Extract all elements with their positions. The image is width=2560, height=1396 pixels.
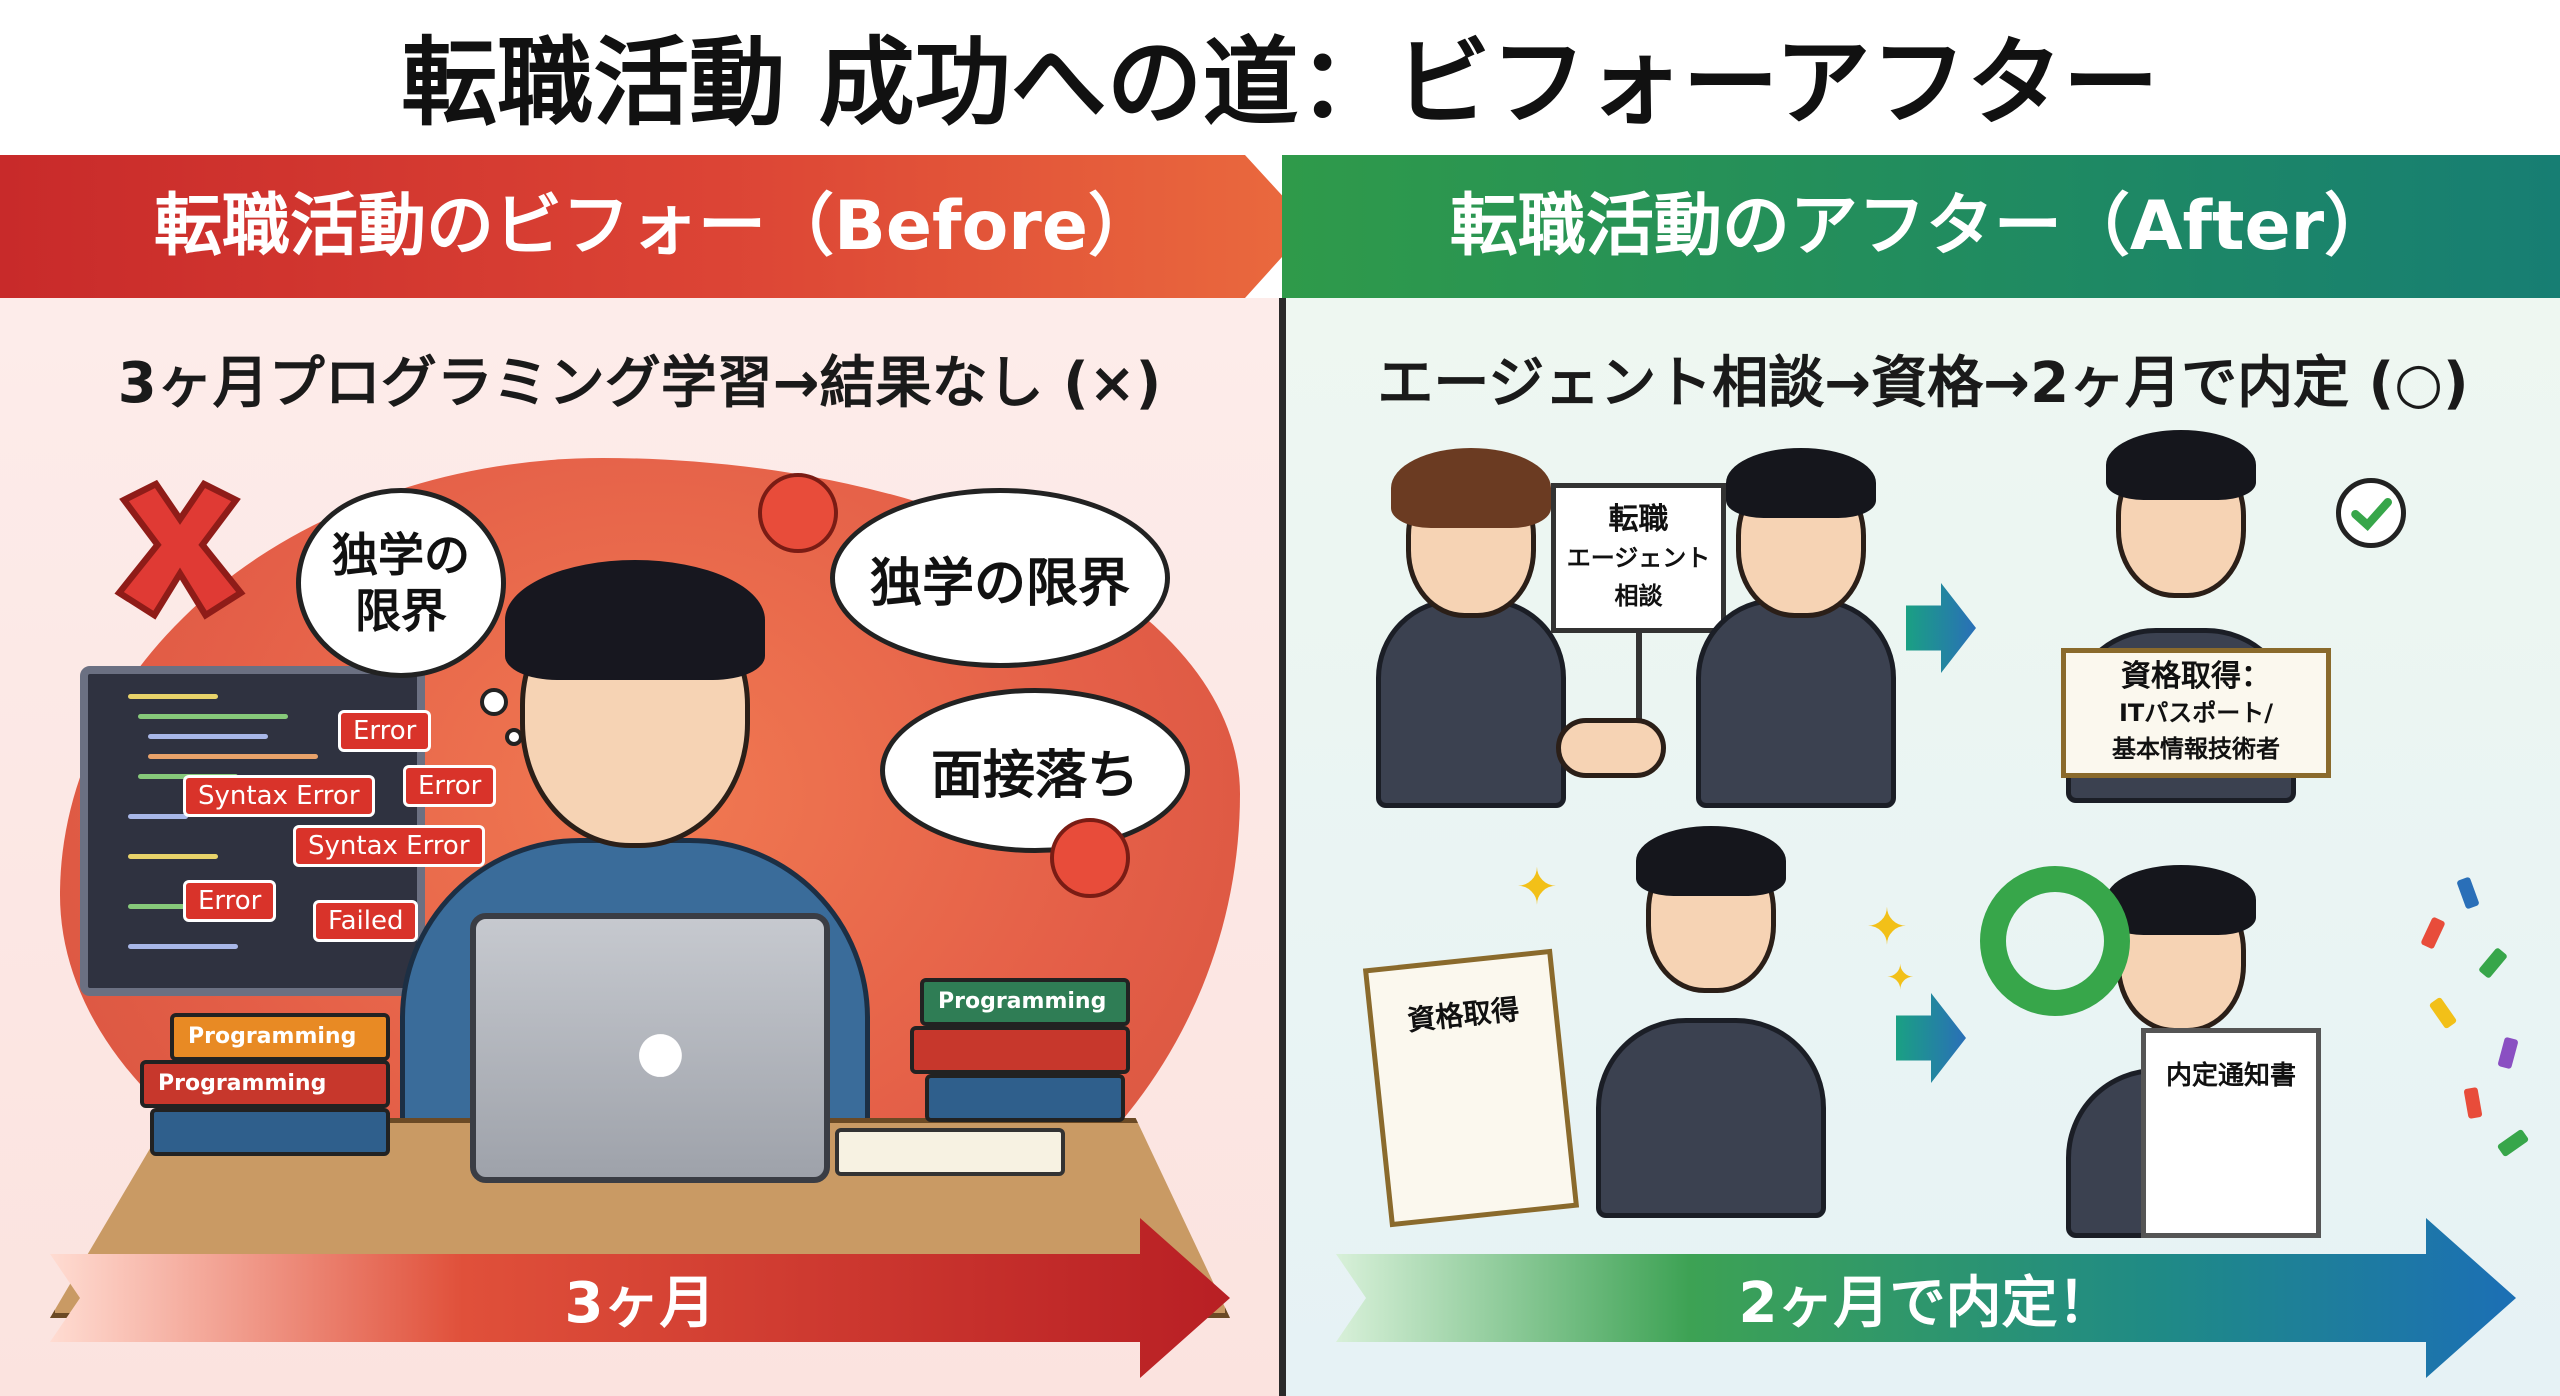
man-hair	[2106, 430, 2256, 500]
code-line	[128, 944, 238, 949]
job-offer-letter: 内定通知書	[2141, 1028, 2321, 1238]
man-suit	[1696, 598, 1896, 808]
man-hair	[1636, 826, 1786, 896]
code-line	[128, 854, 218, 859]
open-book	[835, 1128, 1065, 1176]
offer-letter-title: 内定通知書	[2165, 1061, 2296, 1091]
sparkle-icon: ✦	[1516, 858, 1558, 916]
center-divider	[1279, 298, 1286, 1396]
confetti	[2420, 916, 2446, 950]
thought-bubble-left: 独学の限界	[296, 488, 506, 678]
agent-woman-suit	[1376, 598, 1566, 808]
arrow-right-icon	[1906, 583, 1976, 673]
man-hair	[2106, 865, 2256, 935]
thought-bubble-right-bottom: 面接落ち	[880, 688, 1190, 853]
cross-icon	[114, 479, 246, 620]
cert-board-title: 資格取得：	[2121, 659, 2271, 694]
code-line	[128, 904, 198, 909]
thought-dot	[480, 688, 508, 716]
arrow-right-icon	[1896, 993, 1966, 1083]
code-line	[128, 694, 218, 699]
apple-logo-icon: ●	[636, 1019, 685, 1084]
after-band: 転職活動のアフター（After）	[1282, 155, 2560, 298]
thought-bubble-right-top: 独学の限界	[830, 488, 1170, 668]
cert-board-line: 基本情報技術者	[2112, 735, 2280, 763]
error-tag: Syntax Error	[183, 775, 375, 817]
after-band-label: 転職活動のアフター（After）	[1449, 187, 2393, 266]
sign-line: 転職	[1608, 502, 1669, 537]
confetti	[2497, 1036, 2519, 1070]
after-subheading: エージェント相談→資格→2ヶ月で内定 (○)	[1377, 351, 2469, 416]
book	[910, 1026, 1130, 1074]
code-line	[138, 714, 288, 719]
sign-line: エージェント	[1566, 544, 1711, 572]
book-programming: Programming	[920, 978, 1130, 1026]
after-arrow-label: 2ヶ月で内定！	[1738, 1270, 2114, 1336]
angry-face-icon	[1050, 818, 1130, 898]
book	[150, 1108, 390, 1156]
error-tag: Syntax Error	[293, 825, 485, 867]
before-arrow-label: 3ヶ月	[564, 1270, 716, 1336]
after-timeline-arrow: 2ヶ月で内定！	[1336, 1218, 2516, 1378]
sparkle-icon: ✦	[1886, 958, 1915, 998]
cert-board-line: ITパスポート/	[2118, 699, 2274, 727]
angry-face-icon	[758, 473, 838, 553]
sparkle-icon: ✦	[1866, 898, 1908, 956]
success-circle-icon	[1980, 866, 2130, 1016]
error-tag: Failed	[313, 900, 419, 942]
before-band: 転職活動のビフォー（Before）	[0, 155, 1310, 298]
before-panel: 3ヶ月プログラミング学習→結果なし (×) Error Error Syntax…	[0, 298, 1279, 1396]
sign-stand	[1636, 633, 1642, 723]
man-hair	[1726, 448, 1876, 518]
page-title: 転職活動 成功への道：ビフォーアフター	[401, 27, 2159, 139]
error-tag: Error	[403, 765, 497, 807]
certification-board: 資格取得： ITパスポート/ 基本情報技術者	[2061, 648, 2331, 778]
handshake-hands	[1556, 718, 1666, 778]
man-suit	[1596, 1018, 1826, 1218]
agent-consultation-sign: 転職 エージェント 相談	[1551, 483, 1726, 633]
agent-woman-hair	[1391, 448, 1551, 528]
book-programming: Programming	[140, 1060, 390, 1108]
error-tag: Error	[338, 710, 432, 752]
code-line	[148, 754, 318, 759]
book-programming: Programming	[170, 1013, 390, 1061]
certificate-paper: 資格取得	[1362, 948, 1580, 1228]
laptop: ●	[470, 913, 830, 1183]
after-panel: エージェント相談→資格→2ヶ月で内定 (○) 転職 エージェント 相談 資格取得…	[1286, 298, 2560, 1396]
error-tag: Error	[183, 880, 277, 922]
confetti	[2463, 1087, 2483, 1119]
cert-paper-title: 資格取得	[1405, 992, 1521, 1038]
book	[925, 1074, 1125, 1122]
before-subheading: 3ヶ月プログラミング学習→結果なし (×)	[117, 351, 1162, 416]
person-hair	[505, 560, 765, 680]
confetti	[2496, 1128, 2530, 1158]
code-line	[128, 814, 188, 819]
code-line	[148, 734, 268, 739]
before-band-label: 転職活動のビフォー（Before）	[154, 187, 1156, 266]
confetti	[2428, 996, 2458, 1030]
check-bubble-icon	[2336, 478, 2406, 548]
sign-line: 相談	[1614, 582, 1663, 610]
confetti	[2477, 947, 2509, 979]
confetti	[2456, 876, 2480, 910]
